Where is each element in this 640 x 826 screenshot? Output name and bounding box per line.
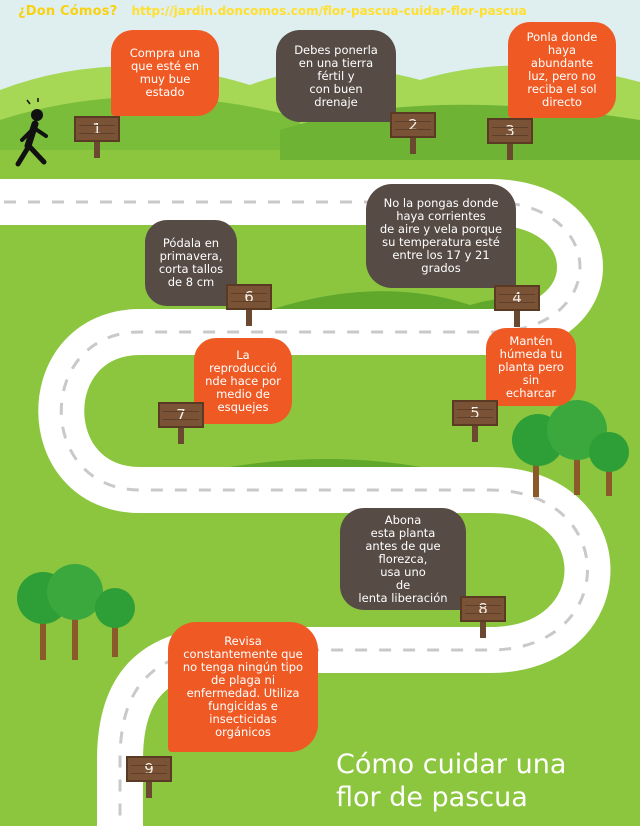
step-5-bubble: Mantén húmeda tu planta pero sin echarca… [486, 328, 576, 406]
step-6-bubble: Pódala en primavera, corta tallos de 8 c… [145, 220, 237, 306]
page-title: Cómo cuidar una flor de pascua [336, 749, 567, 813]
step-2-bubble: Debes ponerla en una tierra fértil y con… [276, 30, 396, 122]
step-2-number: 2 [390, 112, 436, 138]
hill-mid-1 [270, 291, 540, 312]
step-1-bubble: Compra una que esté en muy bue estado [111, 30, 219, 116]
step-8-number: 8 [460, 596, 506, 622]
step-3-bubble: Ponla donde haya abundante luz, pero no … [508, 22, 616, 118]
brand-logo: ¿Don Cómos? [18, 3, 118, 19]
walking-person-icon [15, 98, 48, 167]
page-header: ¿Don Cómos? http://jardin.doncomos.com/f… [0, 0, 640, 22]
tree-group-left [17, 564, 135, 660]
step-9-bubble: Revisa constantemente que no tenga ningú… [168, 622, 318, 752]
step-6-number: 6 [226, 284, 272, 310]
step-4-bubble: No la pongas donde haya corrientes de ai… [366, 184, 516, 288]
step-5-number: 5 [452, 400, 498, 426]
step-3-number: 3 [487, 118, 533, 144]
step-4-number: 4 [494, 285, 540, 311]
step-1-number: 1 [74, 116, 120, 142]
step-7-bubble: La reproducció nde hace por medio de esq… [194, 338, 292, 424]
step-8-bubble: Abona esta planta antes de que florezca,… [340, 508, 466, 610]
step-9-number: 9 [126, 756, 172, 782]
source-url[interactable]: http://jardin.doncomos.com/flor-pascua-c… [131, 4, 527, 18]
step-7-number: 7 [158, 402, 204, 428]
tree-group-right [512, 400, 629, 497]
